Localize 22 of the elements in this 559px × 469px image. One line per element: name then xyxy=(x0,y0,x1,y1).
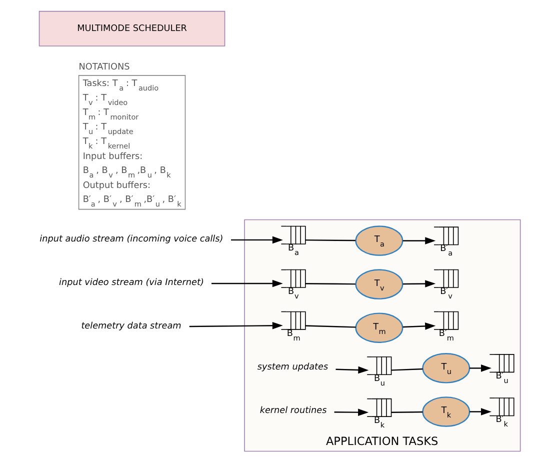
node-text: input video stream (via Internet) xyxy=(58,278,204,288)
arrow xyxy=(469,408,491,416)
connector xyxy=(390,411,422,413)
arrow xyxy=(188,322,282,330)
node-box: MULTIMODE SCHEDULER xyxy=(38,10,225,46)
node-text: kernel routines xyxy=(259,406,326,416)
arrow xyxy=(334,408,368,416)
arrow xyxy=(402,237,436,244)
arrow xyxy=(230,236,282,244)
connector xyxy=(390,368,422,371)
arrow xyxy=(469,364,491,372)
node-text: system updates xyxy=(256,362,328,373)
arrow xyxy=(335,366,368,374)
arrow xyxy=(402,322,436,330)
arrow xyxy=(211,280,282,288)
node-text: input audio stream (incoming voice calls) xyxy=(39,234,223,244)
connector xyxy=(304,239,355,242)
node-label: NOTATIONS xyxy=(78,62,130,73)
connector xyxy=(304,325,356,328)
node-text: telemetry data stream xyxy=(80,321,181,332)
connector xyxy=(304,283,355,285)
arrow xyxy=(402,280,436,288)
